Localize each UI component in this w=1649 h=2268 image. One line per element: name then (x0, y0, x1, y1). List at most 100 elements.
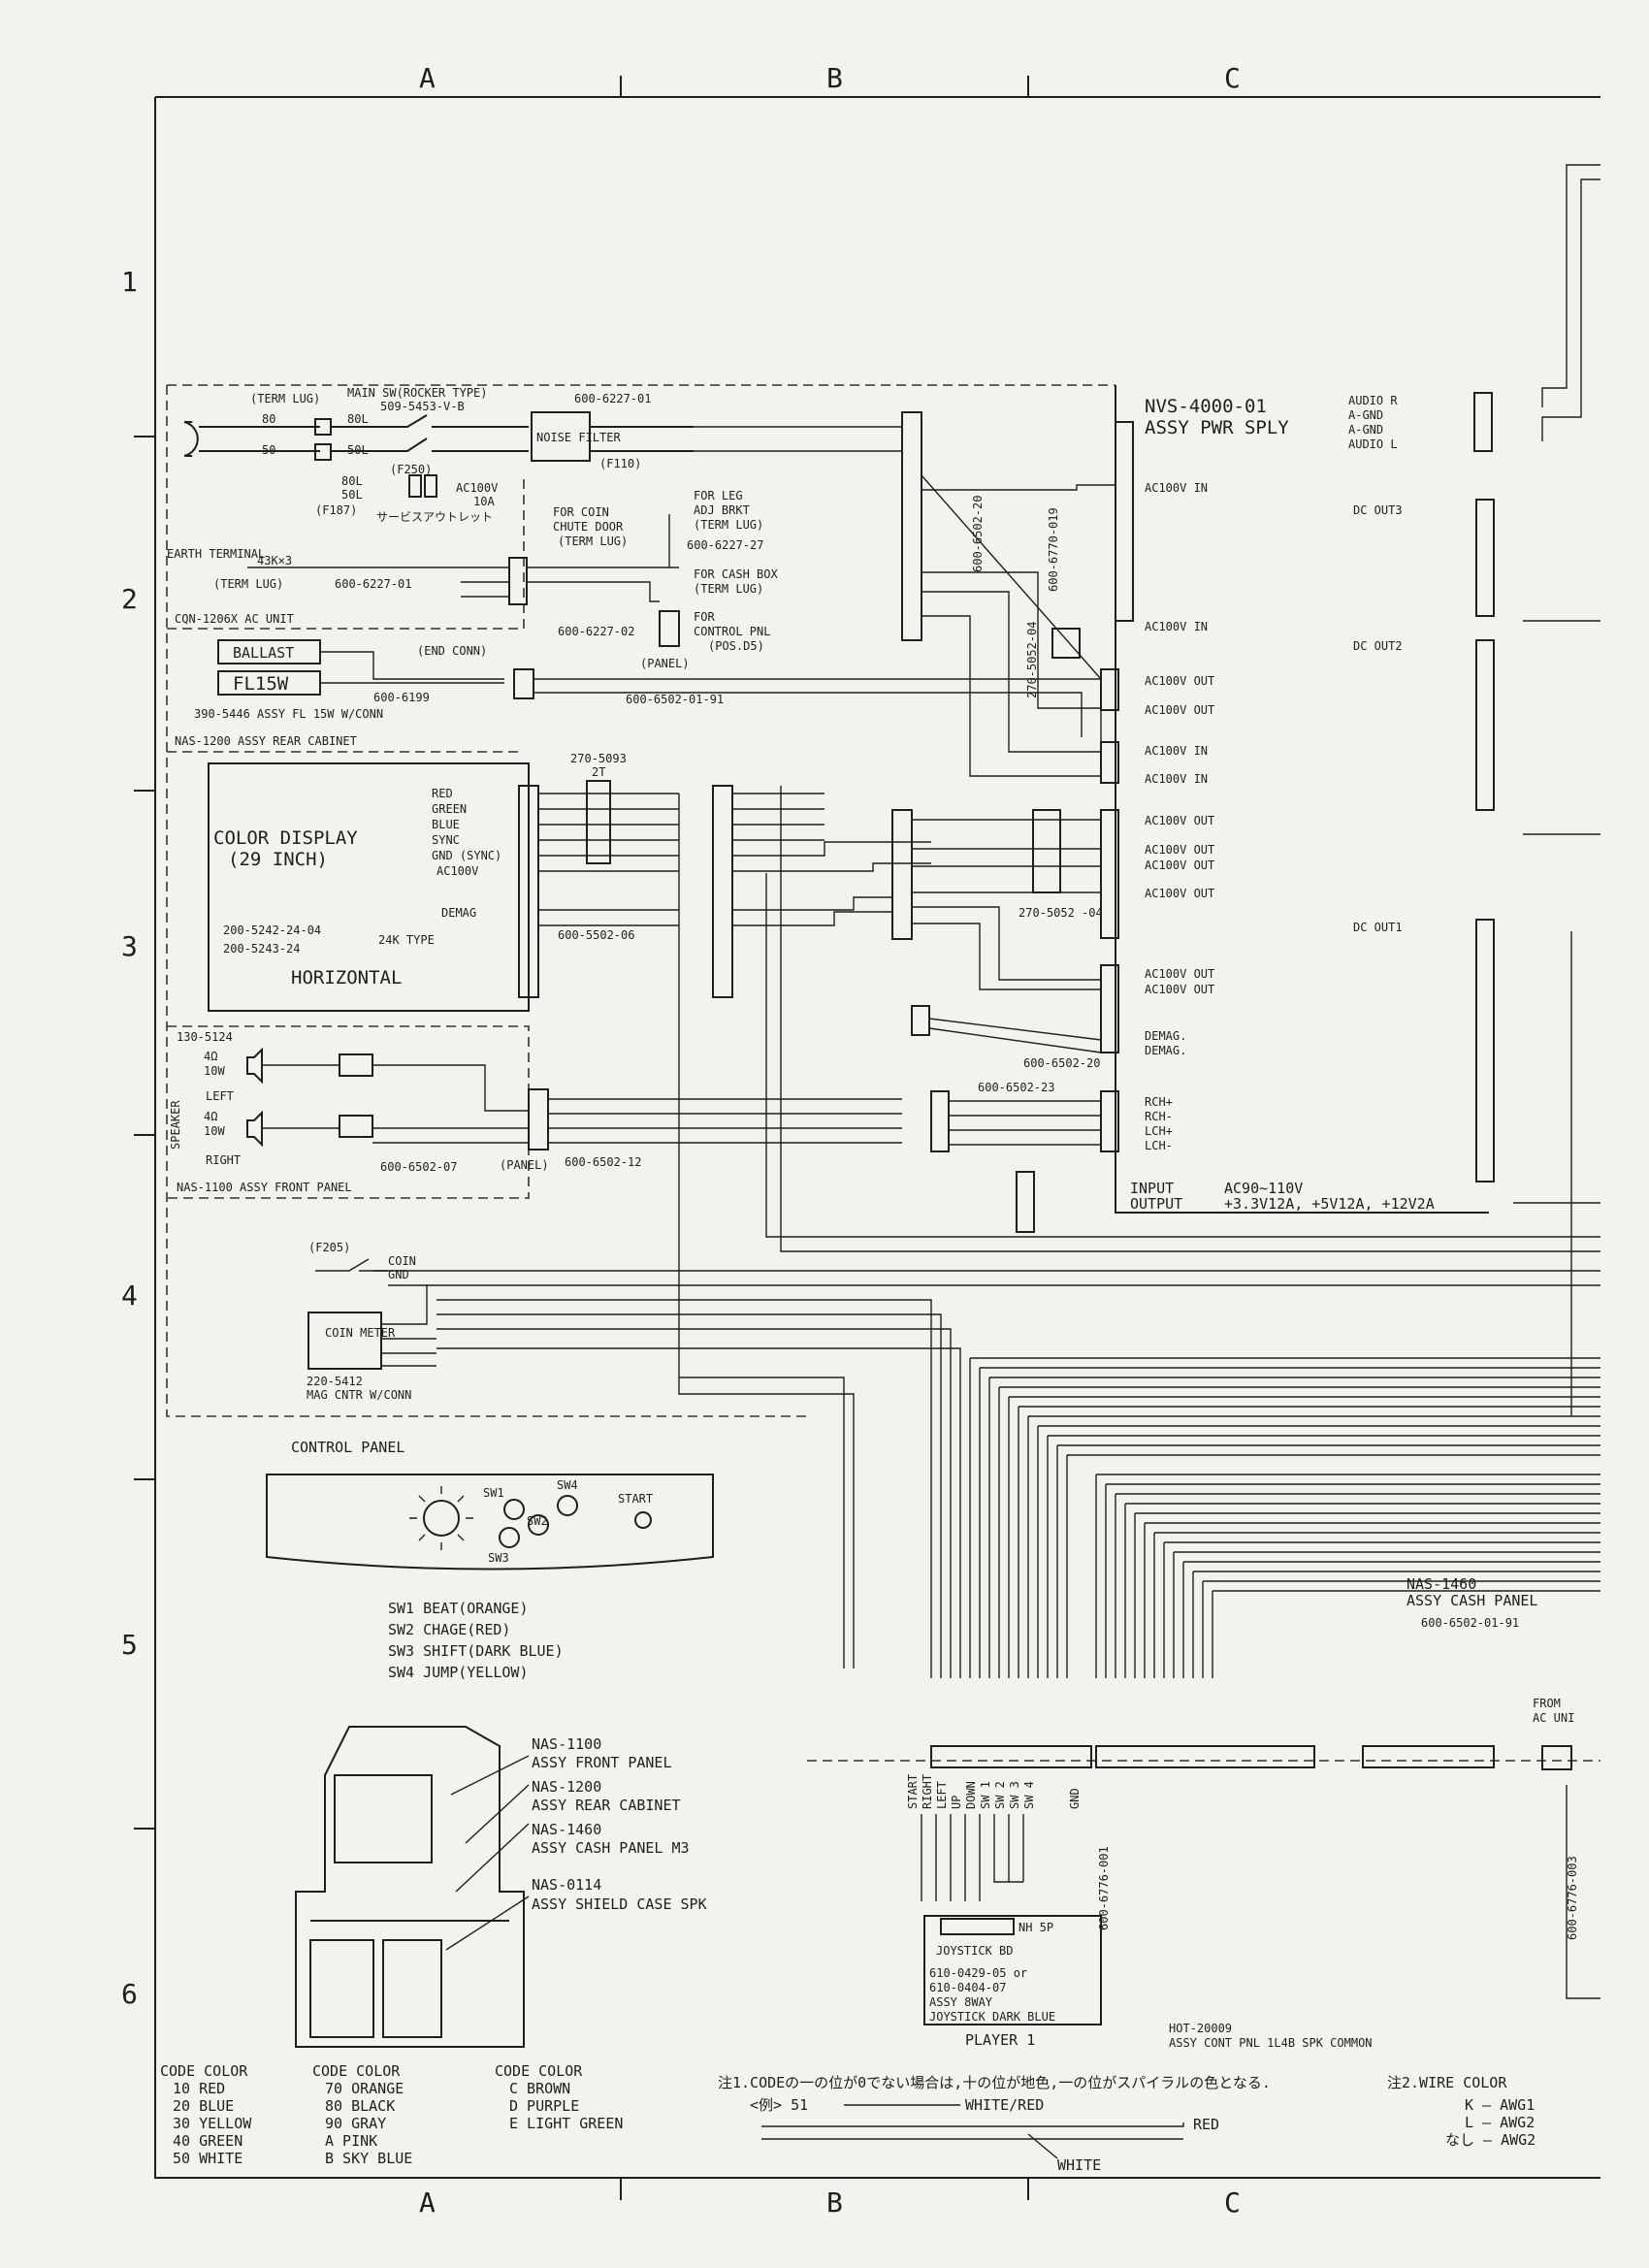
svg-text:AC100V IN: AC100V IN (1145, 481, 1208, 495)
color-code-legend: CODE COLOR 10 RED 20 BLUE 30 YELLOW 40 G… (160, 2062, 623, 2167)
grid-row-1: 1 (121, 266, 138, 298)
svg-text:10A: 10A (473, 495, 495, 508)
joystick-player1: START RIGHT LEFT UP DOWN SW 1 SW 2 SW 3 … (906, 1745, 1495, 2050)
svg-text:B SKY BLUE: B SKY BLUE (325, 2150, 412, 2167)
grid-col-c-bottom: C (1224, 2187, 1241, 2219)
svg-text:AC100V IN: AC100V IN (1145, 620, 1208, 633)
grid-row-6: 6 (121, 1978, 138, 2010)
svg-text:SW3: SW3 (488, 1551, 509, 1565)
svg-text:RED: RED (432, 787, 453, 800)
svg-text:AUDIO L: AUDIO L (1348, 437, 1398, 451)
svg-text:ASSY SHIELD CASE SPK: ASSY SHIELD CASE SPK (532, 1895, 707, 1913)
ac-cable-label: 600-6227-01 (574, 392, 651, 405)
front-panel-title: NAS-1100 ASSY FRONT PANEL (177, 1181, 352, 1194)
grid-labels: A B C A B C 1 2 3 4 5 6 (121, 62, 1241, 2219)
grid-col-a-bottom: A (419, 2187, 436, 2219)
svg-text:<例> 51: <例> 51 (750, 2096, 808, 2114)
display-box (208, 762, 530, 1012)
joystick-connector-row (930, 1745, 1092, 1768)
main-switch-icon (331, 414, 529, 452)
svg-text:ASSY CASH PANEL: ASSY CASH PANEL (1406, 1592, 1537, 1609)
svg-text:600-6502-01-91: 600-6502-01-91 (1421, 1616, 1519, 1630)
grid-col-c-top: C (1224, 62, 1241, 94)
svg-text:E LIGHT GREEN: E LIGHT GREEN (509, 2115, 623, 2132)
svg-text:(F250): (F250) (390, 463, 432, 476)
control-panel-outline (266, 1474, 714, 1571)
button-connector-row (1095, 1745, 1315, 1768)
svg-text:SW2 CHAGE(RED): SW2 CHAGE(RED) (388, 1621, 510, 1638)
svg-text:600-6502-07: 600-6502-07 (380, 1160, 457, 1174)
svg-text:OUTPUT: OUTPUT (1130, 1195, 1182, 1213)
svg-text:(POS.D5): (POS.D5) (708, 639, 764, 653)
svg-text:AC100V OUT: AC100V OUT (1145, 967, 1214, 981)
svg-text:390-5446 ASSY FL 15W W/CONN: 390-5446 ASSY FL 15W W/CONN (194, 707, 383, 721)
svg-text:600-6199: 600-6199 (373, 691, 430, 704)
svg-text:RED: RED (1193, 2116, 1219, 2133)
svg-text:EARTH TERMINAL: EARTH TERMINAL (167, 547, 265, 561)
psu-outline (1115, 385, 1489, 1214)
svg-text:SW4: SW4 (557, 1478, 578, 1492)
control-panel-title: CONTROL PANEL (291, 1439, 404, 1456)
svg-text:270-5052 -04: 270-5052 -04 (1018, 906, 1103, 920)
svg-text:FOR LEG: FOR LEG (694, 489, 743, 502)
ground-terminals: FOR COIN CHUTE DOOR (TERM LUG) FOR LEG A… (527, 489, 778, 670)
svg-text:サービスアウトレット: サービスアウトレット (376, 510, 493, 524)
sw3-button-icon (499, 1527, 520, 1548)
svg-text:GND (SYNC): GND (SYNC) (432, 849, 501, 862)
svg-text:ADJ BRKT: ADJ BRKT (694, 503, 750, 517)
svg-text:AC100V IN: AC100V IN (1145, 772, 1208, 786)
svg-text:NAS-1460: NAS-1460 (1406, 1575, 1476, 1593)
svg-text:ASSY CONT PNL 1L4B SPK COMMON: ASSY CONT PNL 1L4B SPK COMMON (1169, 2036, 1373, 2050)
joystick-icon (423, 1500, 460, 1537)
noise-filter-box (531, 411, 591, 462)
start-button-icon (634, 1511, 652, 1529)
svg-text:START: START (906, 1774, 920, 1809)
svg-text:(PANEL): (PANEL) (640, 657, 690, 670)
svg-text:COIN: COIN (388, 1254, 416, 1268)
svg-text:600-6770-019: 600-6770-019 (1047, 507, 1060, 592)
svg-text:HOT-20009: HOT-20009 (1169, 2022, 1232, 2035)
svg-text:600-5502-06: 600-5502-06 (558, 928, 634, 942)
svg-text:SW 2: SW 2 (993, 1781, 1007, 1809)
cabinet-boundary (166, 384, 1600, 1762)
svg-text:GREEN: GREEN (432, 802, 467, 816)
svg-text:+3.3V12A, +5V12A, +12V2A: +3.3V12A, +5V12A, +12V2A (1224, 1195, 1435, 1213)
svg-text:90 GRAY: 90 GRAY (325, 2115, 386, 2132)
main-switch-label: MAIN SW(ROCKER TYPE) (347, 386, 488, 400)
svg-text:600-6502-12: 600-6502-12 (565, 1155, 641, 1169)
svg-text:270-5093: 270-5093 (570, 752, 627, 765)
svg-text:(F205): (F205) (308, 1241, 350, 1254)
svg-text:(PANEL): (PANEL) (500, 1158, 549, 1172)
svg-text:2T: 2T (592, 765, 605, 779)
svg-text:PLAYER 1: PLAYER 1 (965, 2031, 1035, 2049)
color-display: COLOR DISPLAY (29 INCH) 200-5242-24-04 2… (208, 752, 931, 1012)
sw1-button-icon (503, 1499, 525, 1520)
sw2-button-icon (528, 1514, 549, 1536)
svg-text:40 GREEN: 40 GREEN (173, 2132, 242, 2150)
svg-text:AC100V OUT: AC100V OUT (1145, 983, 1214, 996)
sheet-border (134, 76, 1600, 2200)
svg-text:130-5124: 130-5124 (177, 1030, 233, 1044)
coin-meter: (F205) COIN GND COIN METER 220-5412 MAG … (307, 1241, 436, 1402)
svg-text:AC100V OUT: AC100V OUT (1145, 843, 1214, 857)
svg-text:GND: GND (388, 1268, 409, 1281)
svg-text:(29 INCH): (29 INCH) (228, 849, 328, 870)
svg-text:10 RED: 10 RED (173, 2080, 225, 2097)
svg-text:ASSY 8WAY: ASSY 8WAY (929, 1995, 993, 2009)
svg-text:LCH-: LCH- (1145, 1139, 1173, 1152)
svg-text:FROM: FROM (1533, 1697, 1561, 1710)
svg-text:WHITE: WHITE (1057, 2156, 1101, 2174)
svg-text:220-5412: 220-5412 (307, 1375, 363, 1388)
svg-text:INPUT: INPUT (1130, 1180, 1174, 1197)
svg-text:SW1 BEAT(ORANGE): SW1 BEAT(ORANGE) (388, 1600, 529, 1617)
svg-text:SPEAKER: SPEAKER (169, 1100, 182, 1150)
grid-col-a-top: A (419, 62, 436, 94)
svg-text:AC100V OUT: AC100V OUT (1145, 814, 1214, 827)
svg-text:MAG CNTR W/CONN: MAG CNTR W/CONN (307, 1388, 411, 1402)
svg-text:DOWN: DOWN (964, 1781, 978, 1809)
svg-text:DEMAG.: DEMAG. (1145, 1029, 1186, 1043)
svg-text:(TERM LUG): (TERM LUG) (558, 535, 628, 548)
svg-text:A-GND: A-GND (1348, 408, 1383, 422)
svg-text:WHITE/RED: WHITE/RED (965, 2096, 1044, 2114)
grid-row-5: 5 (121, 1629, 138, 1661)
